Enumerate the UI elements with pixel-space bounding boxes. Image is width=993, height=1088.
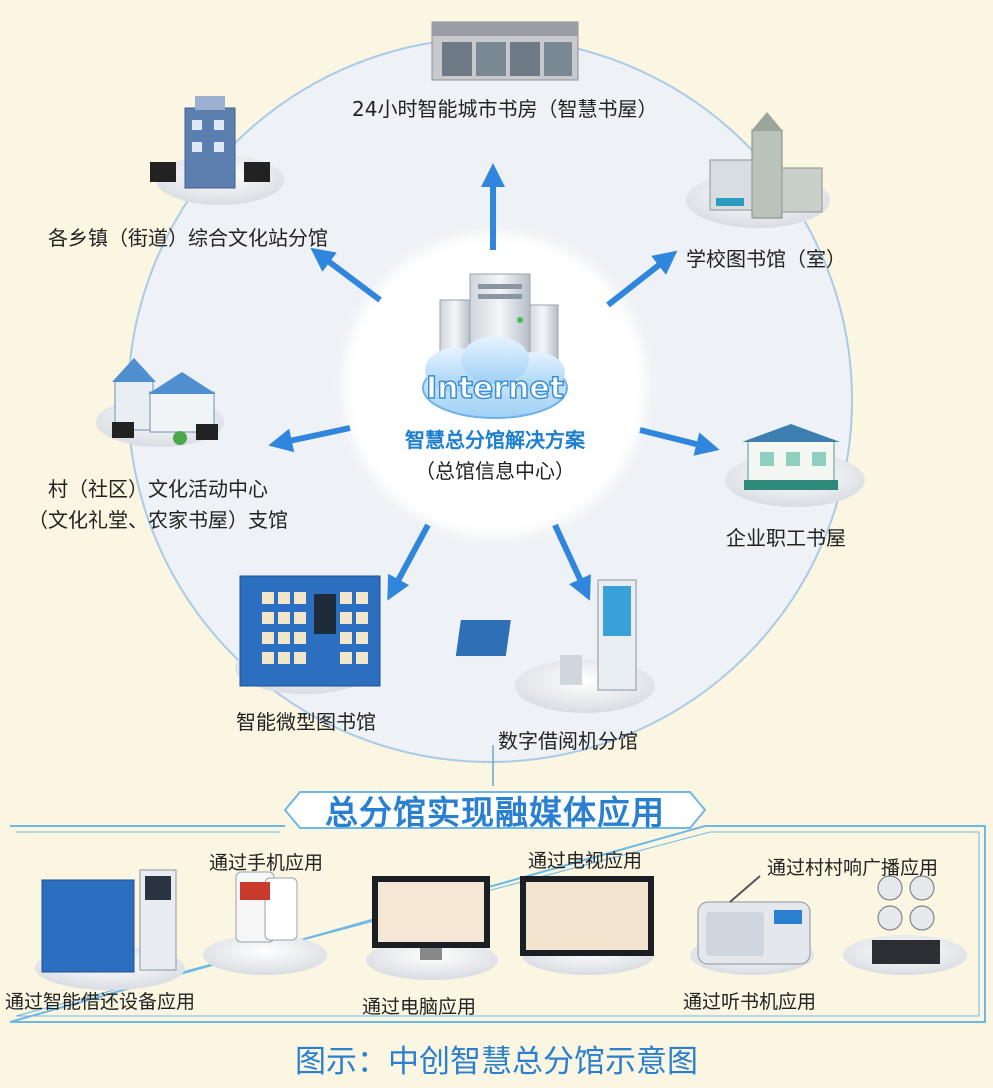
hub-title: 智慧总分馆解决方案	[405, 428, 585, 452]
node-label-township-station: 各乡镇（街道）综合文化站分馆	[48, 226, 328, 250]
app-label-tv: 通过电视应用	[528, 850, 643, 872]
app-label-broadcast: 通过村村响广播应用	[767, 857, 939, 879]
arrow-upper-right	[606, 250, 678, 308]
node-label-enterprise-bookhouse: 企业职工书屋	[726, 526, 846, 550]
village-building-icon	[112, 358, 218, 445]
banner-title: 总分馆实现融媒体应用	[325, 793, 665, 832]
app-label-audio-player: 通过听书机应用	[683, 991, 817, 1013]
internet-label: Internet	[426, 371, 564, 406]
app-label-smart-device: 通过智能借还设备应用	[5, 991, 196, 1013]
arrow-lower-left	[387, 523, 431, 601]
node-label-micro-library: 智能微型图书馆	[236, 710, 376, 734]
node-label-digital-kiosk: 数字借阅机分馆	[498, 729, 638, 753]
figure-caption: 图示：中创智慧总分馆示意图	[295, 1044, 698, 1080]
township-building-icon	[150, 96, 270, 189]
node-label-village-center-line2: （文化礼堂、农家书屋）支馆	[28, 508, 288, 532]
hub-arrows	[268, 163, 720, 601]
internet-cloud-icon	[422, 336, 568, 419]
digital-kiosk-icon	[455, 579, 637, 691]
school-building-icon	[709, 112, 823, 219]
enterprise-building-icon	[742, 424, 840, 490]
app-label-mobile: 通过手机应用	[209, 852, 324, 874]
node-label-village-center-line1: 村（社区）文化活动中心	[48, 477, 268, 501]
bottom-device-icons	[35, 869, 967, 990]
node-label-24h-bookstore: 24小时智能城市书房（智慧书屋）	[352, 97, 658, 121]
node-label-school-library: 学校图书馆（室）	[686, 247, 846, 271]
arrow-lower-right	[552, 523, 591, 601]
micro-library-icon	[239, 575, 381, 687]
arrow-upper-left	[310, 247, 382, 303]
bookstore-building-icon	[431, 21, 579, 81]
arrow-right	[639, 427, 720, 456]
hub-subtitle: （总馆信息中心）	[415, 459, 575, 483]
app-label-computer: 通过电脑应用	[362, 996, 477, 1018]
arrow-left	[268, 425, 351, 453]
